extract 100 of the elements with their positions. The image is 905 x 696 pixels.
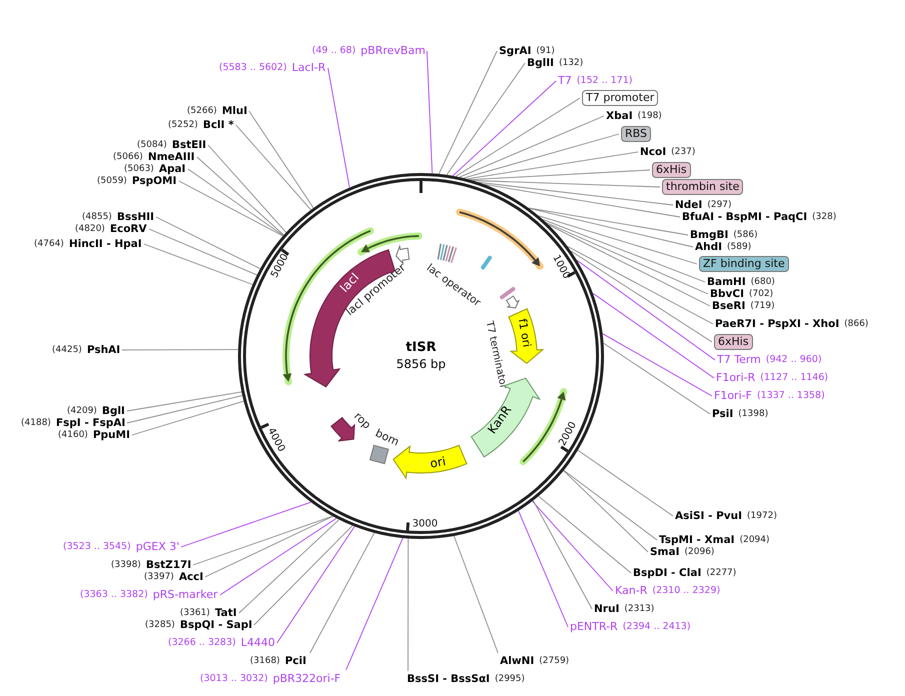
enzyme-name: FspI - FspAI [56,416,126,430]
cut-site-position: (5252) [168,119,198,132]
leader-line [208,144,287,233]
leader-line [188,168,284,236]
cut-site-position: (328) [812,211,836,224]
leader-line [466,152,638,180]
plasmid-name: tISR [406,340,436,356]
primer-position: (3523 .. 3545) [63,540,131,554]
tick-label: 5000 [269,252,291,280]
enzyme-name: PspOMI [132,174,176,188]
leader-line [459,116,604,178]
feature-label: lacI [338,270,362,296]
feature-label: bom [373,427,401,449]
primer-name: LacI-R [292,61,326,75]
enzyme-name: SgrAI [499,44,532,58]
leader-line [484,184,680,218]
primer-position: (1127 .. 1146) [760,371,828,385]
enzyme-name: AsiSI - PvuI [675,509,742,523]
feature-label: ZF binding site [699,256,789,272]
cut-site-position: (2759) [539,655,570,668]
leader-line [532,500,614,592]
leader-line [478,182,674,206]
leader-line [238,519,340,614]
enzyme-name: BglI [102,404,125,418]
primer-position: (5583 .. 5602) [219,61,287,75]
enzyme-name: PsiI [712,407,734,421]
leader-line [122,349,239,350]
leader-line [452,80,556,176]
primer-name: pENTR-R [570,620,618,634]
plasmid-size: 5856 bp [396,356,446,372]
enzyme-name: PciI [284,654,306,668]
enzyme-name: TspMI - XmaI [659,533,735,547]
enzyme-name: AlwNI [500,654,534,668]
cut-site-position: (237) [671,146,696,159]
leader-line [538,496,632,574]
primer-position: (3266 .. 3283) [168,636,236,650]
cut-site-position: (680) [750,276,775,289]
leader-line [248,110,314,208]
primer-position: (942 .. 960) [766,353,822,367]
primer-position: (3013 .. 3032) [200,672,268,686]
cut-site-position: (2277) [706,567,736,580]
enzyme-name: NcoI [640,145,666,159]
enzyme-name: NmeAIII [148,150,195,164]
enzyme-name: AccI [178,570,204,584]
cut-site-position: (91) [536,45,555,58]
leader-line [576,260,716,360]
cut-site-position: (866) [844,318,868,331]
enzyme-name: BfuAI - BspMI - PaqCI [682,210,808,224]
cut-site-position: (3285) [145,619,175,632]
enzyme-name: BstEII [172,138,206,152]
leader-line [563,470,658,540]
enzyme-name: BssSI - BssSαI [407,672,490,686]
enzyme-name: NdeI [675,198,702,212]
leader-line [518,510,568,628]
primer-position: (152 .. 171) [576,74,632,88]
cut-site-position: (132) [558,57,584,70]
enzyme-name: BamHI [707,275,746,289]
leader-line [144,244,253,285]
leader-line [220,518,337,596]
cut-site-position: (5266) [187,105,217,118]
leader-line [548,224,710,306]
primer-position: (49 .. 68) [312,44,356,58]
leader-line [426,50,433,174]
enzyme-name: AhdI [695,240,722,254]
leader-line [592,292,714,378]
leader-line [603,342,710,414]
leader-line [469,170,650,180]
cut-site-position: (4160) [58,429,88,442]
cut-site-position: (589) [727,241,752,254]
cut-site-position: (2313) [624,603,654,616]
leader-line [577,450,674,516]
enzyme-name: BglII [527,56,554,70]
cut-site-position: (5063) [124,163,154,176]
leader-line [148,228,258,276]
tick-label: 2000 [557,420,579,448]
enzyme-name: BbvCI [710,287,744,301]
enzyme-name: XbaI [606,109,633,123]
leader-line [178,180,284,236]
primer-name: T7 Term [717,353,761,367]
leader-line [570,250,712,342]
leader-line [310,532,375,654]
feature-label: 6xHis [652,162,691,178]
cut-site-position: (3398) [111,559,141,572]
primer-name: pBRrevBam [360,44,426,58]
leader-line [328,68,350,188]
leader-line [446,62,526,176]
cut-site-position: (1972) [747,510,777,523]
enzyme-name: PpuMI [92,428,130,442]
leader-line [254,525,353,626]
enzyme-name: SmaI [650,546,680,559]
cut-site-position: (4764) [34,238,64,251]
leader-line [454,536,498,654]
primer-name: pGEX 3' [136,540,180,554]
leader-line [408,538,409,672]
enzyme-name: PaeR7I - PspXI - XhoI [715,317,840,331]
cut-site-position: (4188) [21,417,51,430]
leader-line [472,180,660,188]
primer-name: pRS-marker [152,588,218,602]
primer-name: pBR322ori-F [272,672,341,686]
cut-site-position: (297) [707,199,732,212]
